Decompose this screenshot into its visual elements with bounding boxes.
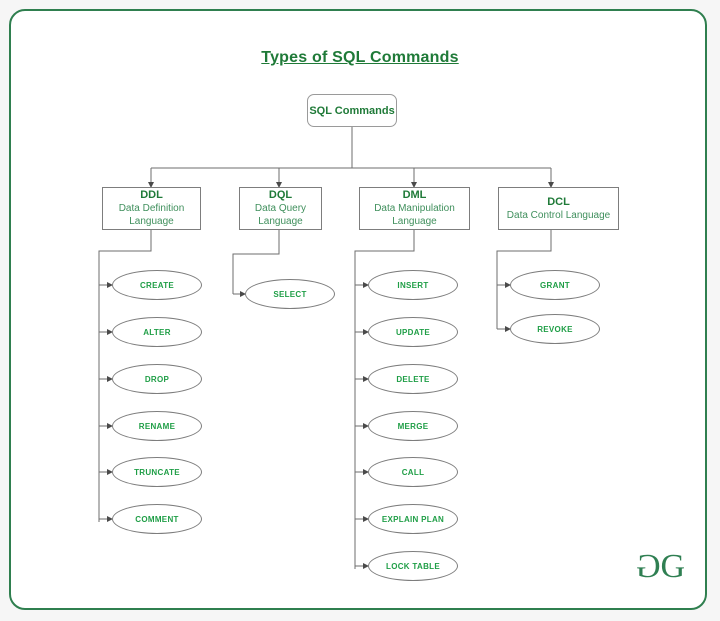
leaf-update-label: UPDATE bbox=[395, 327, 431, 337]
node-sql-commands[interactable]: SQL Commands bbox=[307, 94, 397, 127]
leaf-merge[interactable]: MERGE bbox=[368, 411, 458, 441]
diagram-panel: Types of SQL Commands bbox=[9, 9, 707, 610]
leaf-comment-label: COMMENT bbox=[135, 514, 179, 524]
node-category-ddl-abbr: DDL bbox=[140, 189, 163, 201]
leaf-truncate-label: TRUNCATE bbox=[134, 467, 180, 477]
leaf-rename[interactable]: RENAME bbox=[112, 411, 202, 441]
node-category-dcl[interactable]: DCL Data Control Language bbox=[498, 187, 619, 230]
leaf-delete-label: DELETE bbox=[396, 374, 430, 384]
node-category-dml-abbr: DML bbox=[402, 189, 427, 201]
leaf-lock-table-label: LOCK TABLE bbox=[386, 561, 440, 571]
leaf-grant-label: GRANT bbox=[540, 280, 570, 290]
geeksforgeeks-logo-icon: GG bbox=[637, 548, 685, 585]
leaf-comment[interactable]: COMMENT bbox=[112, 504, 202, 534]
leaf-create-label: CREATE bbox=[139, 280, 175, 290]
leaf-drop-label: DROP bbox=[144, 374, 170, 384]
node-category-dcl-abbr: DCL bbox=[547, 195, 570, 208]
leaf-merge-label: MERGE bbox=[397, 421, 429, 431]
leaf-select[interactable]: SELECT bbox=[245, 279, 335, 309]
leaf-insert[interactable]: INSERT bbox=[368, 270, 458, 300]
node-category-dcl-full: Data Control Language bbox=[506, 209, 611, 221]
leaf-select-label: SELECT bbox=[273, 289, 307, 299]
node-category-dml-full: Data Manipulation Language bbox=[374, 203, 455, 227]
leaf-truncate[interactable]: TRUNCATE bbox=[112, 457, 202, 487]
leaf-call[interactable]: CALL bbox=[368, 457, 458, 487]
node-category-dql[interactable]: DQL Data Query Language bbox=[239, 187, 322, 230]
leaf-drop[interactable]: DROP bbox=[112, 364, 202, 394]
connector-layer bbox=[98, 127, 554, 569]
leaf-create[interactable]: CREATE bbox=[112, 270, 202, 300]
node-sql-commands-label: SQL Commands bbox=[309, 104, 395, 117]
node-category-dql-full: Data Query Language bbox=[254, 203, 307, 227]
leaf-update[interactable]: UPDATE bbox=[368, 317, 458, 347]
leaf-explain-plan[interactable]: EXPLAIN PLAN bbox=[368, 504, 458, 534]
node-category-ddl-full: Data Definition Language bbox=[118, 203, 185, 227]
leaf-alter-label: ALTER bbox=[143, 327, 171, 337]
node-category-dml[interactable]: DML Data Manipulation Language bbox=[359, 187, 470, 230]
leaf-alter[interactable]: ALTER bbox=[112, 317, 202, 347]
leaf-revoke[interactable]: REVOKE bbox=[510, 314, 600, 344]
leaf-delete[interactable]: DELETE bbox=[368, 364, 458, 394]
leaf-call-label: CALL bbox=[401, 467, 425, 477]
leaf-revoke-label: REVOKE bbox=[537, 324, 573, 334]
leaf-explain-plan-label: EXPLAIN PLAN bbox=[381, 514, 445, 524]
leaf-lock-table[interactable]: LOCK TABLE bbox=[368, 551, 458, 581]
leaf-insert-label: INSERT bbox=[397, 280, 429, 290]
page-title: Types of SQL Commands bbox=[261, 49, 459, 66]
leaf-grant[interactable]: GRANT bbox=[510, 270, 600, 300]
node-category-ddl[interactable]: DDL Data Definition Language bbox=[102, 187, 201, 230]
leaf-rename-label: RENAME bbox=[138, 421, 176, 431]
node-category-dql-abbr: DQL bbox=[268, 189, 293, 201]
